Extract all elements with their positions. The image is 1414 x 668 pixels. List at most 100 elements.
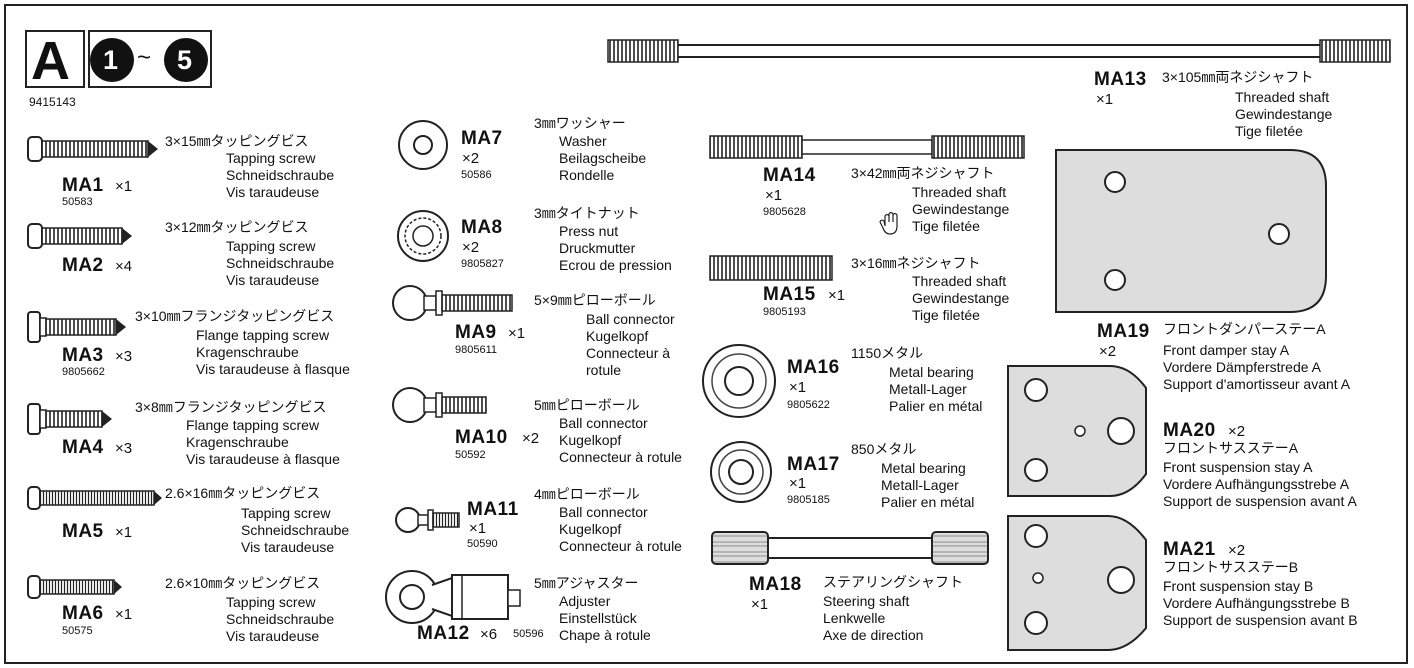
tapping-screw-ma1-drawing [27,136,158,162]
ma12-qty: ×6 [480,626,498,643]
ma20-qty: ×2 [1228,423,1246,440]
ma5-jp-label: 2.6×16㎜タッピングビス [165,485,321,501]
ma15-part-number: 9805193 [763,306,806,318]
ma1-name-en: Tapping screw [226,150,316,166]
ma4-name-de: Kragenschraube [186,434,289,450]
ma3-name-de: Kragenschraube [196,344,299,360]
ma9-qty: ×1 [508,325,526,342]
ma12-name-de: Einstellstück [559,610,637,626]
ma7-name-fr: Rondelle [559,167,615,183]
step-range-box [88,30,212,88]
parts-sheet-frame [4,4,1408,664]
ma10-name-de: Kugelkopf [559,432,622,448]
tapping-screw-ma6-drawing [27,575,122,599]
ma10-part-number: 50592 [455,449,486,461]
ma13-name-de: Gewindestange [1235,106,1333,122]
ma18-name-fr: Axe de direction [823,627,924,643]
ma11-code: MA11 [467,499,519,520]
ma5-qty: ×1 [115,524,133,541]
ma4-code: MA4 [62,437,104,458]
ma13-jp-label: 3×105㎜両ネジシャフト [1162,69,1314,85]
ma8-name-fr: Ecrou de pression [559,257,672,273]
step-letter: A [31,31,70,91]
ma16-name-fr: Palier en métal [889,398,983,414]
ma17-name-en: Metal bearing [881,460,966,476]
ma7-name-de: Beilagscheibe [559,150,647,166]
ma21-qty: ×2 [1228,542,1246,559]
ma9-jp-label: 5×9㎜ピローボール [534,292,656,308]
ma9-part-number: 9805611 [455,344,498,356]
ma13-name-fr: Tige filetée [1235,123,1303,139]
ma4-jp-label: 3×8㎜フランジタッピングビス [135,399,327,415]
ball-connector-ma10-drawing [392,387,487,423]
ma12-name-en: Adjuster [559,593,611,609]
ma11-jp-label: 4㎜ピローボール [534,486,640,502]
step-circle-from [90,38,134,82]
adjuster-ma12-drawing [385,570,521,624]
ma3-qty: ×3 [115,348,133,365]
ma6-code: MA6 [62,603,104,624]
ma15-name-en: Threaded shaft [912,273,1007,289]
ma19-name-en: Front damper stay A [1163,342,1290,358]
suspension-stay-a-ma20-drawing [1007,365,1147,497]
tapping-screw-ma5-drawing [27,486,162,510]
ma4-qty: ×3 [115,440,133,457]
ma18-qty: ×1 [751,596,769,613]
flange-screw-ma3-drawing [27,311,126,343]
ma12-name-fr: Chape à rotule [559,627,651,643]
ma9-code: MA9 [455,322,497,343]
ma3-name-fr: Vis taraudeuse à flasque [196,361,350,377]
press-nut-ma8-drawing [397,210,449,262]
ma7-name-en: Washer [559,133,607,149]
hand-pointer-icon [879,211,898,235]
ma2-qty: ×4 [115,258,133,275]
ma14-jp-label: 3×42㎜両ネジシャフト [851,165,995,181]
ma16-qty: ×1 [789,379,807,396]
ma11-name-fr: Connecteur à rotule [559,538,682,554]
ma12-jp-label: 5㎜アジャスター [534,575,639,591]
ma20-name-de: Vordere Aufhängungsstrebe A [1163,476,1350,492]
ma16-name-en: Metal bearing [889,364,974,380]
ma7-part-number: 50586 [461,169,492,181]
ma21-name-en: Front suspension stay B [1163,578,1314,594]
ma1-code: MA1 [62,175,104,196]
ma10-qty: ×2 [522,430,540,447]
ma20-code: MA20 [1163,420,1216,441]
ma19-jp-label: フロントダンパーステーA [1163,321,1326,337]
ma2-name-fr: Vis taraudeuse [226,272,320,288]
ma17-jp-label: 850メタル [851,441,917,457]
metal-bearing-ma16-drawing [702,344,776,418]
ma21-name-fr: Support de suspension avant B [1163,612,1358,628]
ma19-qty: ×2 [1099,343,1117,360]
ma6-qty: ×1 [115,606,133,623]
ma6-part-number: 50575 [62,625,93,637]
ma10-name-fr: Connecteur à rotule [559,449,682,465]
ma21-name-de: Vordere Aufhängungsstrebe B [1163,595,1350,611]
tapping-screw-ma2-drawing [27,223,132,249]
ma11-name-en: Ball connector [559,504,648,520]
ma5-code: MA5 [62,521,104,542]
ma15-code: MA15 [763,284,816,305]
ma3-part-number: 9805662 [62,366,105,378]
ma12-part-number: 50596 [513,628,544,640]
ma19-code: MA19 [1097,321,1150,342]
ma20-name-fr: Support de suspension avant A [1163,493,1357,509]
step-to-number: 5 [177,45,193,75]
ma8-name-en: Press nut [559,223,619,239]
threaded-shaft-ma15-drawing [709,255,833,281]
ma9-name-fr: Connecteur à [586,345,671,361]
ma21-code: MA21 [1163,539,1216,560]
ma16-name-de: Metall-Lager [889,381,967,397]
ma1-name-fr: Vis taraudeuse [226,184,320,200]
ma17-name-de: Metall-Lager [881,477,959,493]
ma8-qty: ×2 [462,239,480,256]
ma14-code: MA14 [763,165,816,186]
ma17-part-number: 9805185 [787,494,830,506]
bag-number: 9415143 [29,95,76,109]
ma2-code: MA2 [62,255,104,276]
ma13-name-en: Threaded shaft [1235,89,1330,105]
ma16-part-number: 9805622 [787,399,830,411]
ma10-jp-label: 5㎜ピローボール [534,397,640,413]
ma1-jp-label: 3×15㎜タッピングビス [165,133,309,149]
ma14-part-number: 9805628 [763,206,806,218]
